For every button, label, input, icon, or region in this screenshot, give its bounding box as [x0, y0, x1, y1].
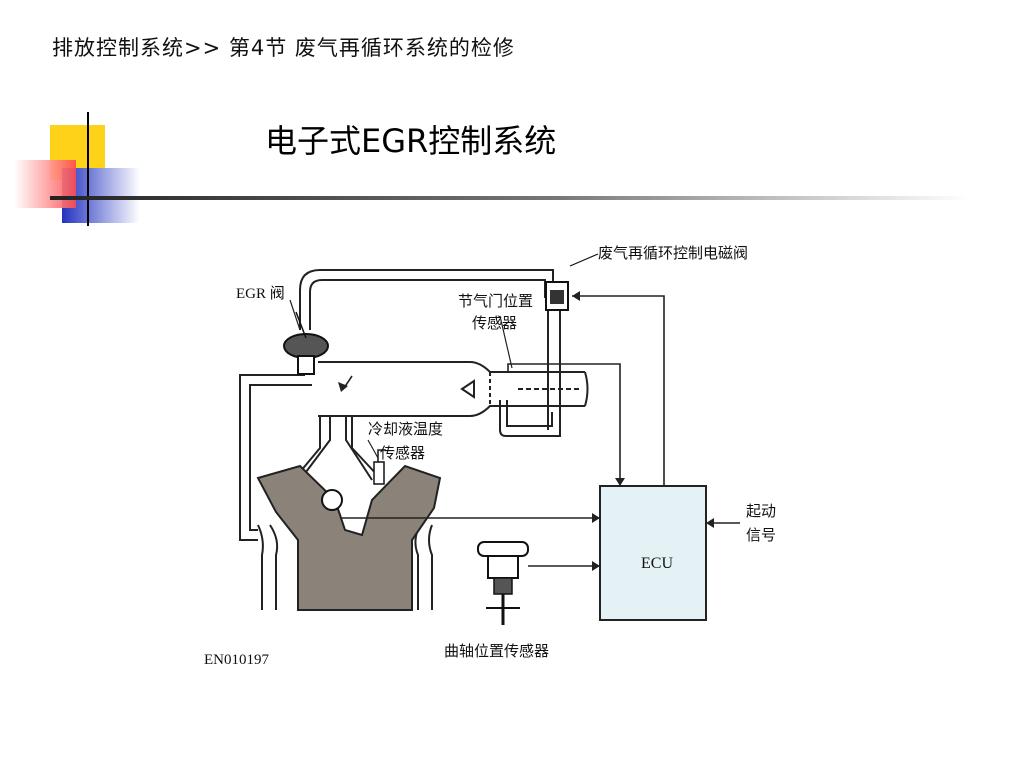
egr-exhaust-pipe [239, 374, 312, 541]
label-throttle-sensor-1: 节气门位置 [458, 292, 533, 310]
wire-throttle-sensor [507, 363, 621, 486]
wire-solenoid [572, 295, 665, 486]
label-coolant-sensor-1: 冷却液温度 [368, 420, 443, 438]
egr-valve [283, 311, 329, 375]
title-decoration [14, 112, 970, 226]
label-ecu: ECU [641, 555, 673, 572]
crank-position-sensor [477, 541, 529, 625]
title-underline [50, 196, 970, 200]
label-figure-code: EN010197 [204, 652, 269, 668]
breadcrumb: 排放控制系统>> 第4节 废气再循环系统的检修 [52, 36, 515, 60]
label-start-signal-2: 信号 [746, 526, 776, 544]
engine-block [256, 461, 442, 611]
intake-manifold [318, 361, 585, 417]
solenoid-pipe [547, 310, 561, 430]
label-crank-sensor: 曲轴位置传感器 [444, 642, 549, 660]
label-throttle-sensor-2: 传感器 [472, 314, 517, 332]
egr-solenoid-valve [545, 253, 599, 311]
vacuum-hose [299, 269, 554, 330]
label-start-signal-1: 起动 [746, 502, 776, 520]
slide-title: 电子式EGR控制系统 [265, 122, 557, 160]
ecu-box [599, 485, 707, 621]
label-solenoid-valve: 废气再循环控制电磁阀 [598, 244, 748, 262]
label-coolant-sensor-2: 传感器 [380, 444, 425, 462]
label-egr-valve: EGR 阀 [236, 285, 285, 302]
